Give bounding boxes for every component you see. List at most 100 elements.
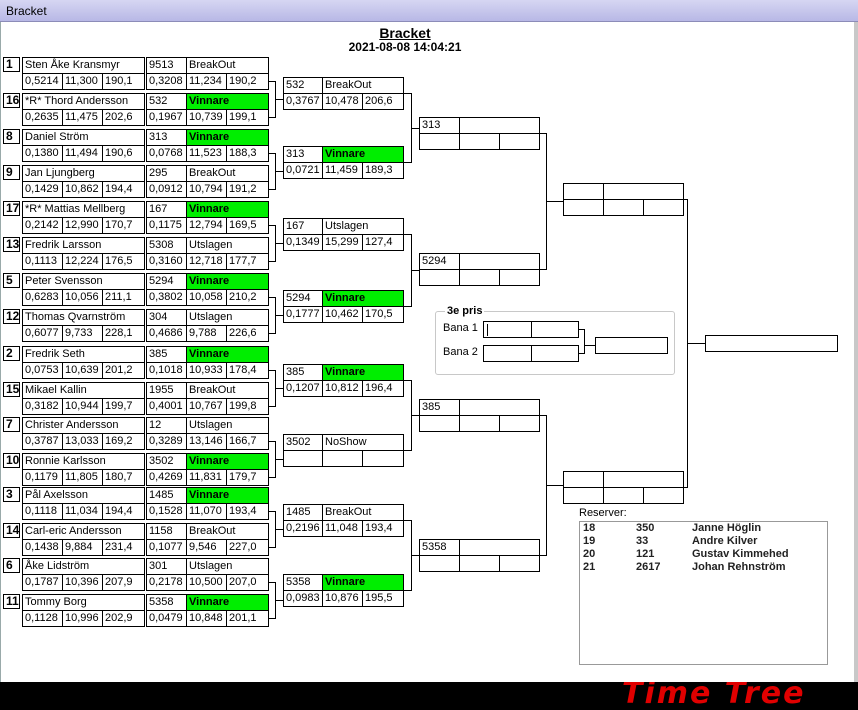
race-status[interactable]: Vinnare xyxy=(186,453,269,470)
bottom-bar: Time Tree xyxy=(0,682,858,710)
reaction-time: 0,1077 xyxy=(146,539,187,556)
car-number: 12 xyxy=(146,417,187,434)
reaction-time: 0,2196 xyxy=(283,520,324,537)
reaction-time: 0,1175 xyxy=(146,217,187,234)
driver-name[interactable]: Sten Åke Kransmyr xyxy=(22,57,145,74)
reaction-time: 0,1118 xyxy=(22,503,63,520)
race-status[interactable]: Vinnare xyxy=(186,594,269,611)
race-status[interactable]: Vinnare xyxy=(186,93,269,110)
speed: 207,9 xyxy=(102,574,145,591)
bracket-connector xyxy=(275,459,283,460)
race-status[interactable]: NoShow xyxy=(322,434,404,451)
race-status[interactable] xyxy=(459,399,540,416)
race-status[interactable]: BreakOut xyxy=(186,165,269,182)
car-number xyxy=(563,471,604,488)
speed: 190,1 xyxy=(102,73,145,90)
bracket-connector xyxy=(269,406,276,407)
race-status[interactable]: Vinnare xyxy=(322,574,404,591)
speed: 179,7 xyxy=(226,469,269,486)
bracket-connector xyxy=(269,189,276,190)
race-status[interactable]: Utslagen xyxy=(186,237,269,254)
speed: 196,4 xyxy=(362,380,404,397)
driver-name[interactable]: Tommy Borg xyxy=(22,594,145,611)
driver-name[interactable]: Ronnie Karlsson xyxy=(22,453,145,470)
driver-name[interactable]: Thomas Qvarnström xyxy=(22,309,145,326)
third-prize-title: 3e pris xyxy=(445,305,485,317)
bracket-connector xyxy=(269,441,276,442)
reaction-time: 0,1528 xyxy=(146,503,187,520)
race-status[interactable]: Utslagen xyxy=(186,309,269,326)
race-status[interactable]: Vinnare xyxy=(322,146,404,163)
race-status[interactable]: BreakOut xyxy=(186,57,269,74)
race-status[interactable]: Vinnare xyxy=(186,129,269,146)
bracket-connector xyxy=(684,199,688,200)
speed xyxy=(643,487,684,504)
driver-name[interactable]: Christer Andersson xyxy=(22,417,145,434)
speed: 207,0 xyxy=(226,574,269,591)
reserve-car: 33 xyxy=(636,535,649,547)
race-status[interactable]: Vinnare xyxy=(186,273,269,290)
reaction-time xyxy=(283,450,324,467)
elapsed-time: 9,788 xyxy=(186,325,227,342)
elapsed-time xyxy=(459,415,500,432)
race-status[interactable]: BreakOut xyxy=(186,382,269,399)
race-status[interactable]: Utslagen xyxy=(186,558,269,575)
race-status[interactable] xyxy=(603,183,684,200)
car-number: 167 xyxy=(146,201,187,218)
final-winner[interactable] xyxy=(705,335,838,352)
reaction-time: 0,0983 xyxy=(283,590,324,607)
race-status[interactable]: BreakOut xyxy=(322,77,404,94)
bracket-connector xyxy=(275,243,283,244)
reaction-time: 0,0753 xyxy=(22,362,63,379)
reaction-time: 0,3160 xyxy=(146,253,187,270)
seed-number: 1 xyxy=(3,57,20,72)
bracket-connector xyxy=(269,117,276,118)
driver-name[interactable]: *R* Thord Andersson xyxy=(22,93,145,110)
driver-name[interactable]: Pål Axelsson xyxy=(22,487,145,504)
car-number: 304 xyxy=(146,309,187,326)
reaction-time: 0,3208 xyxy=(146,73,187,90)
race-status[interactable]: Utslagen xyxy=(186,417,269,434)
elapsed-time xyxy=(322,450,363,467)
race-status[interactable]: Vinnare xyxy=(186,346,269,363)
driver-name[interactable]: Mikael Kallin xyxy=(22,382,145,399)
race-status[interactable]: BreakOut xyxy=(186,523,269,540)
window-titlebar[interactable]: Bracket xyxy=(0,0,858,22)
race-status[interactable]: Vinnare xyxy=(186,487,269,504)
driver-name[interactable]: Daniel Ström xyxy=(22,129,145,146)
speed: 226,6 xyxy=(226,325,269,342)
race-status[interactable] xyxy=(459,539,540,556)
race-status[interactable] xyxy=(603,471,684,488)
driver-name[interactable]: *R* Mattias Mellberg xyxy=(22,201,145,218)
seed-number: 6 xyxy=(3,558,20,573)
race-status[interactable] xyxy=(459,117,540,134)
car-number: 3502 xyxy=(283,434,324,451)
race-status[interactable]: BreakOut xyxy=(322,504,404,521)
race-status[interactable]: Vinnare xyxy=(322,290,404,307)
bracket-connector xyxy=(404,380,412,381)
third-prize-winner[interactable] xyxy=(595,337,668,354)
reaction-time: 0,1128 xyxy=(22,610,63,627)
speed: 176,5 xyxy=(102,253,145,270)
bracket-connector xyxy=(540,133,547,134)
elapsed-time: 11,048 xyxy=(322,520,363,537)
reaction-time: 0,2635 xyxy=(22,109,63,126)
race-status[interactable]: Vinnare xyxy=(322,364,404,381)
speed xyxy=(499,555,540,572)
driver-name[interactable]: Carl-eric Andersson xyxy=(22,523,145,540)
driver-name[interactable]: Fredrik Seth xyxy=(22,346,145,363)
driver-name[interactable]: Jan Ljungberg xyxy=(22,165,145,182)
elapsed-time: 10,812 xyxy=(322,380,363,397)
bracket-connector xyxy=(269,153,276,154)
race-status[interactable]: Utslagen xyxy=(322,218,404,235)
race-status[interactable] xyxy=(459,253,540,270)
driver-name[interactable]: Fredrik Larsson xyxy=(22,237,145,254)
driver-name[interactable]: Åke Lidström xyxy=(22,558,145,575)
race-status[interactable]: Vinnare xyxy=(186,201,269,218)
elapsed-time xyxy=(603,487,644,504)
bracket-connector xyxy=(540,415,547,416)
speed: 206,6 xyxy=(362,93,404,110)
driver-name[interactable]: Peter Svensson xyxy=(22,273,145,290)
bracket-connector xyxy=(269,582,276,583)
elapsed-time: 12,718 xyxy=(186,253,227,270)
